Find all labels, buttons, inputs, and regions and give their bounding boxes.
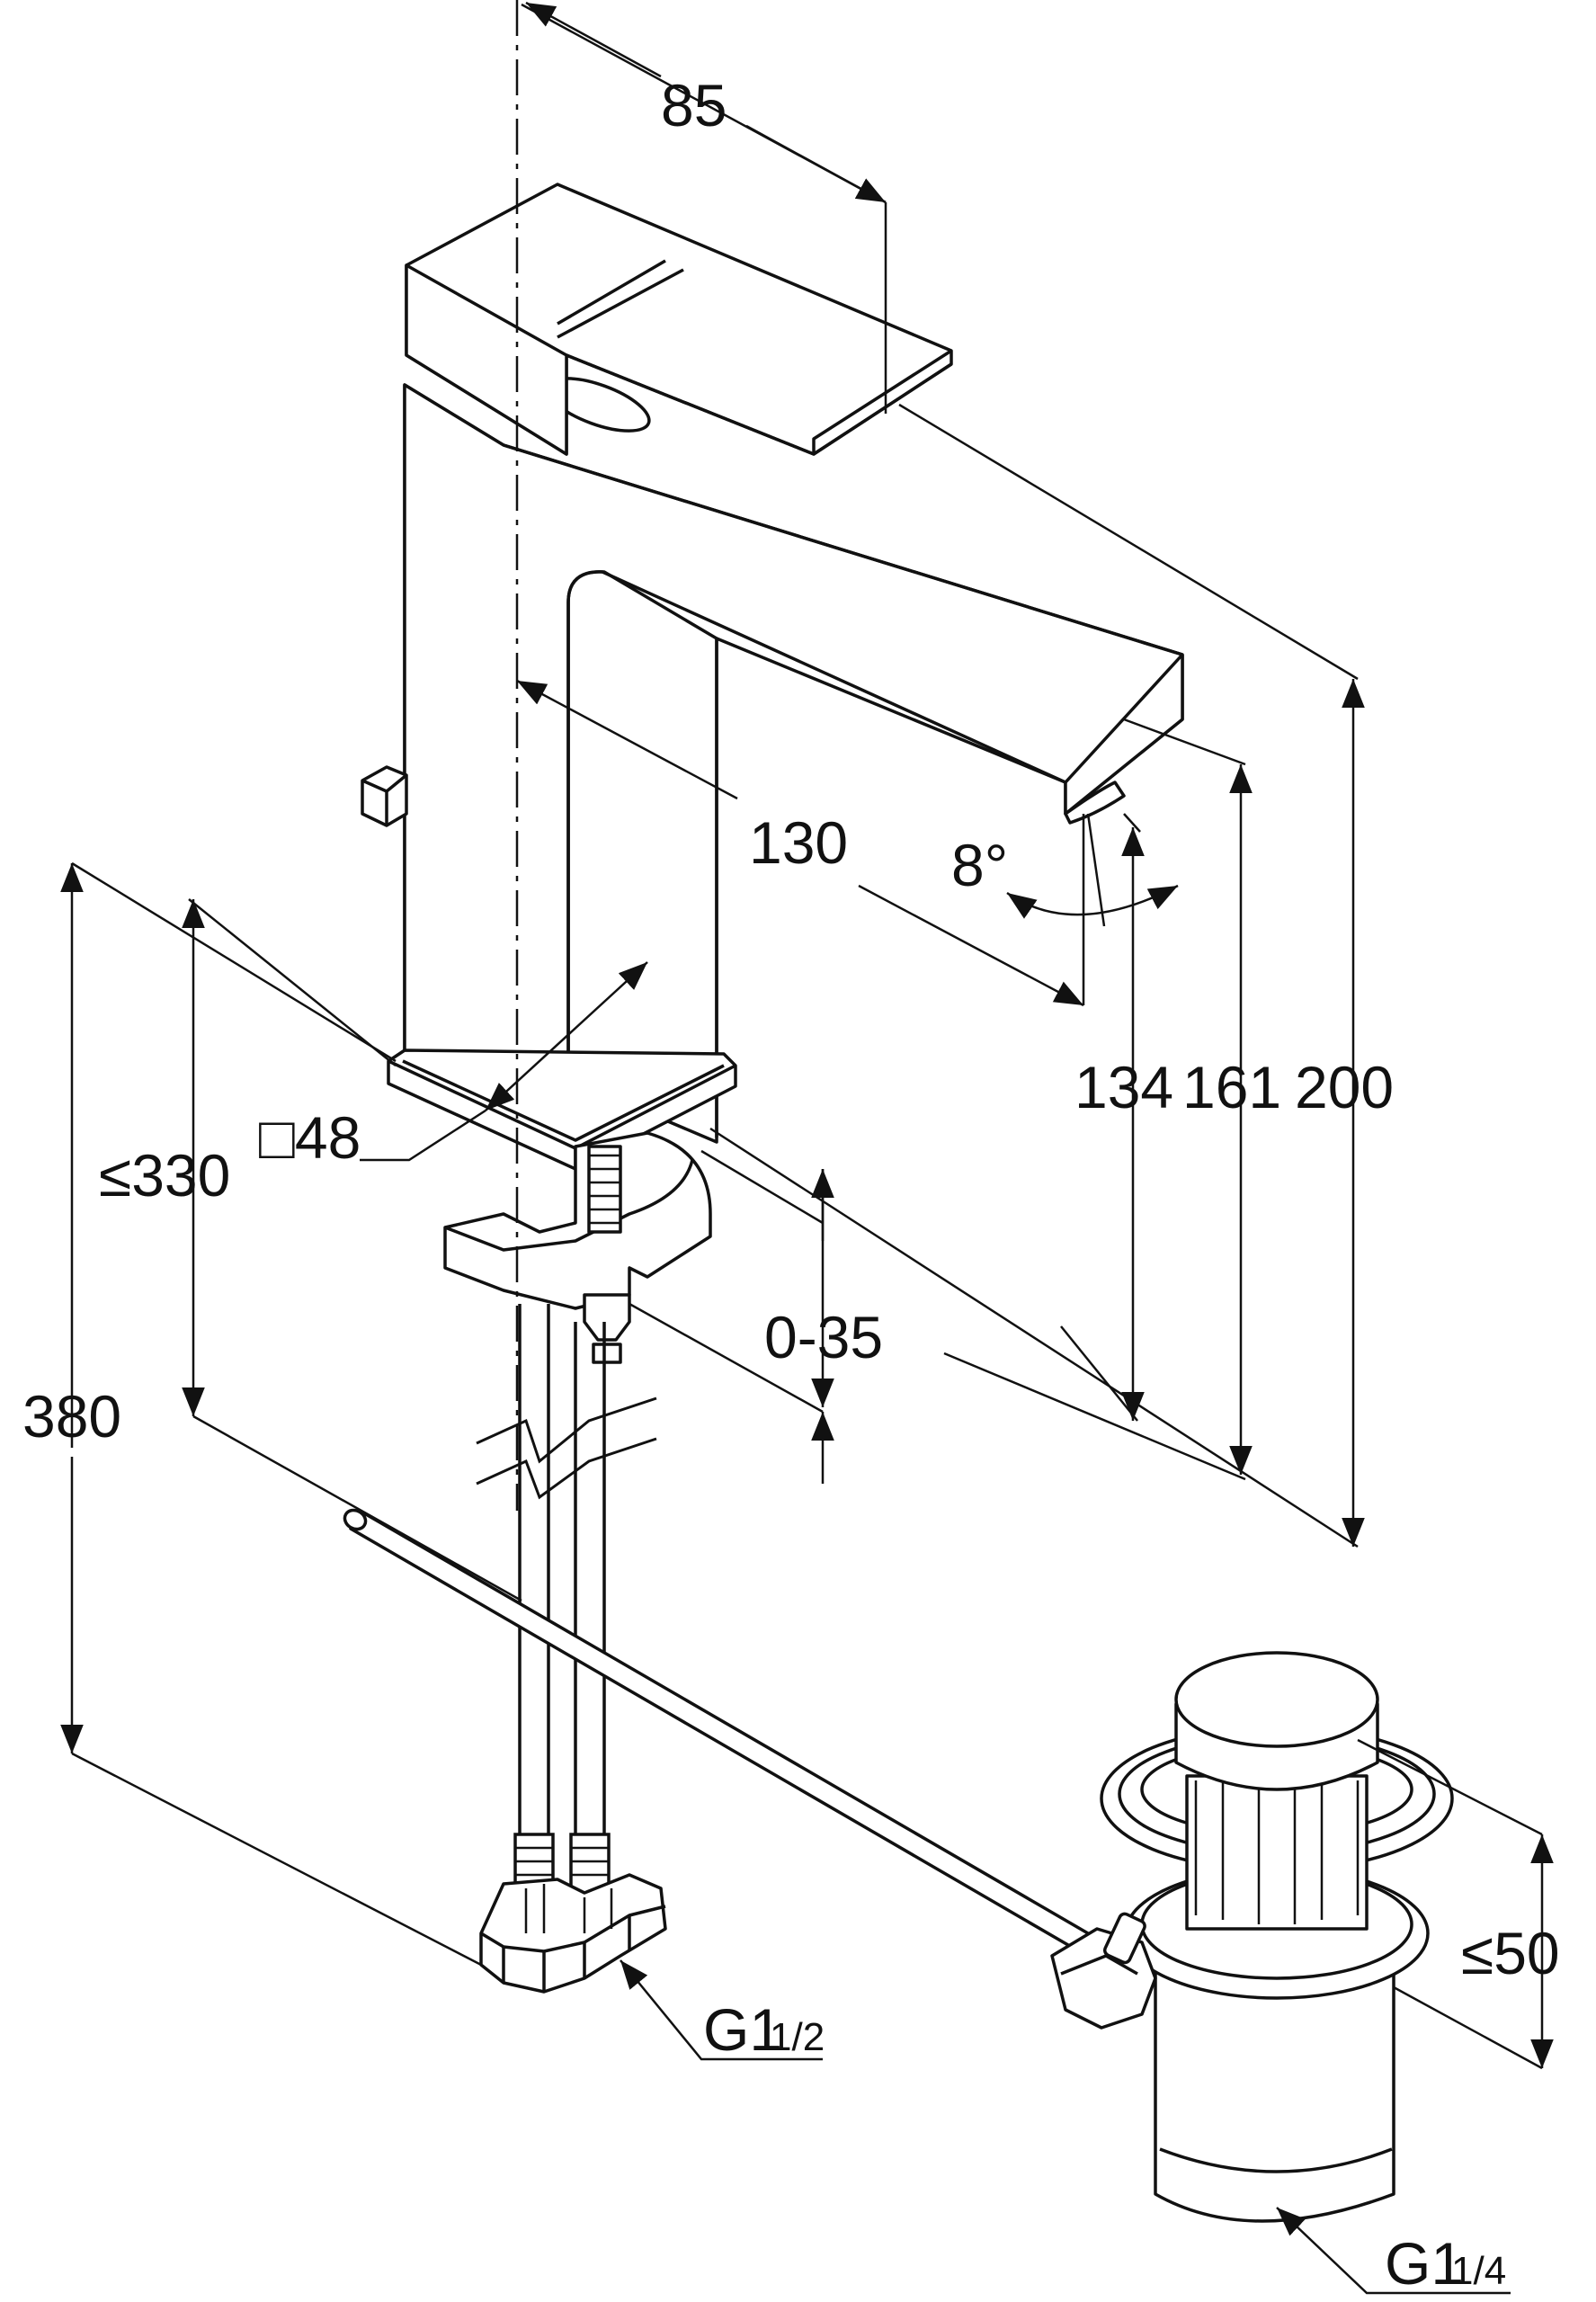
dimension-labels: 85 130 8° 134 161 200 ≤330 □48 380 0-35 … [22,72,1560,2297]
popup-rod [343,1508,1090,1953]
dim-134: 134 [1074,1054,1173,1120]
dim-85: 85 [661,72,727,138]
lever-handle [405,183,953,456]
dim-0-35: 0-35 [764,1304,883,1370]
thread-g114-sub: 1/4 [1451,2249,1506,2293]
dim-sq48: □48 [259,1104,361,1171]
thread-label-g1-1-4: G1 1/4 [1385,2230,1506,2297]
dim-le50: ≤50 [1461,1920,1560,1986]
popup-lever-stub [361,765,408,827]
dim-130: 130 [749,809,848,876]
dim-angle-8: 8° [951,832,1008,898]
fixing-assembly [443,1131,712,1364]
thread-label-g1-2: G1 1/2 [703,1996,825,2063]
dimension-lines [60,1,1554,2295]
thread-g114-main: G1 [1385,2230,1464,2297]
dim-200: 200 [1295,1054,1394,1120]
hex-nut-connector [479,1873,667,1994]
drain-waste-valve [1050,1651,1454,2223]
faucet-body [403,383,1184,1144]
dim-161: 161 [1182,1054,1281,1120]
dim-380: 380 [22,1383,121,1450]
thread-g12-main: G1 [703,1996,782,2063]
thread-g12-sub: 1/2 [770,2015,825,2059]
dim-le330: ≤330 [99,1142,230,1209]
